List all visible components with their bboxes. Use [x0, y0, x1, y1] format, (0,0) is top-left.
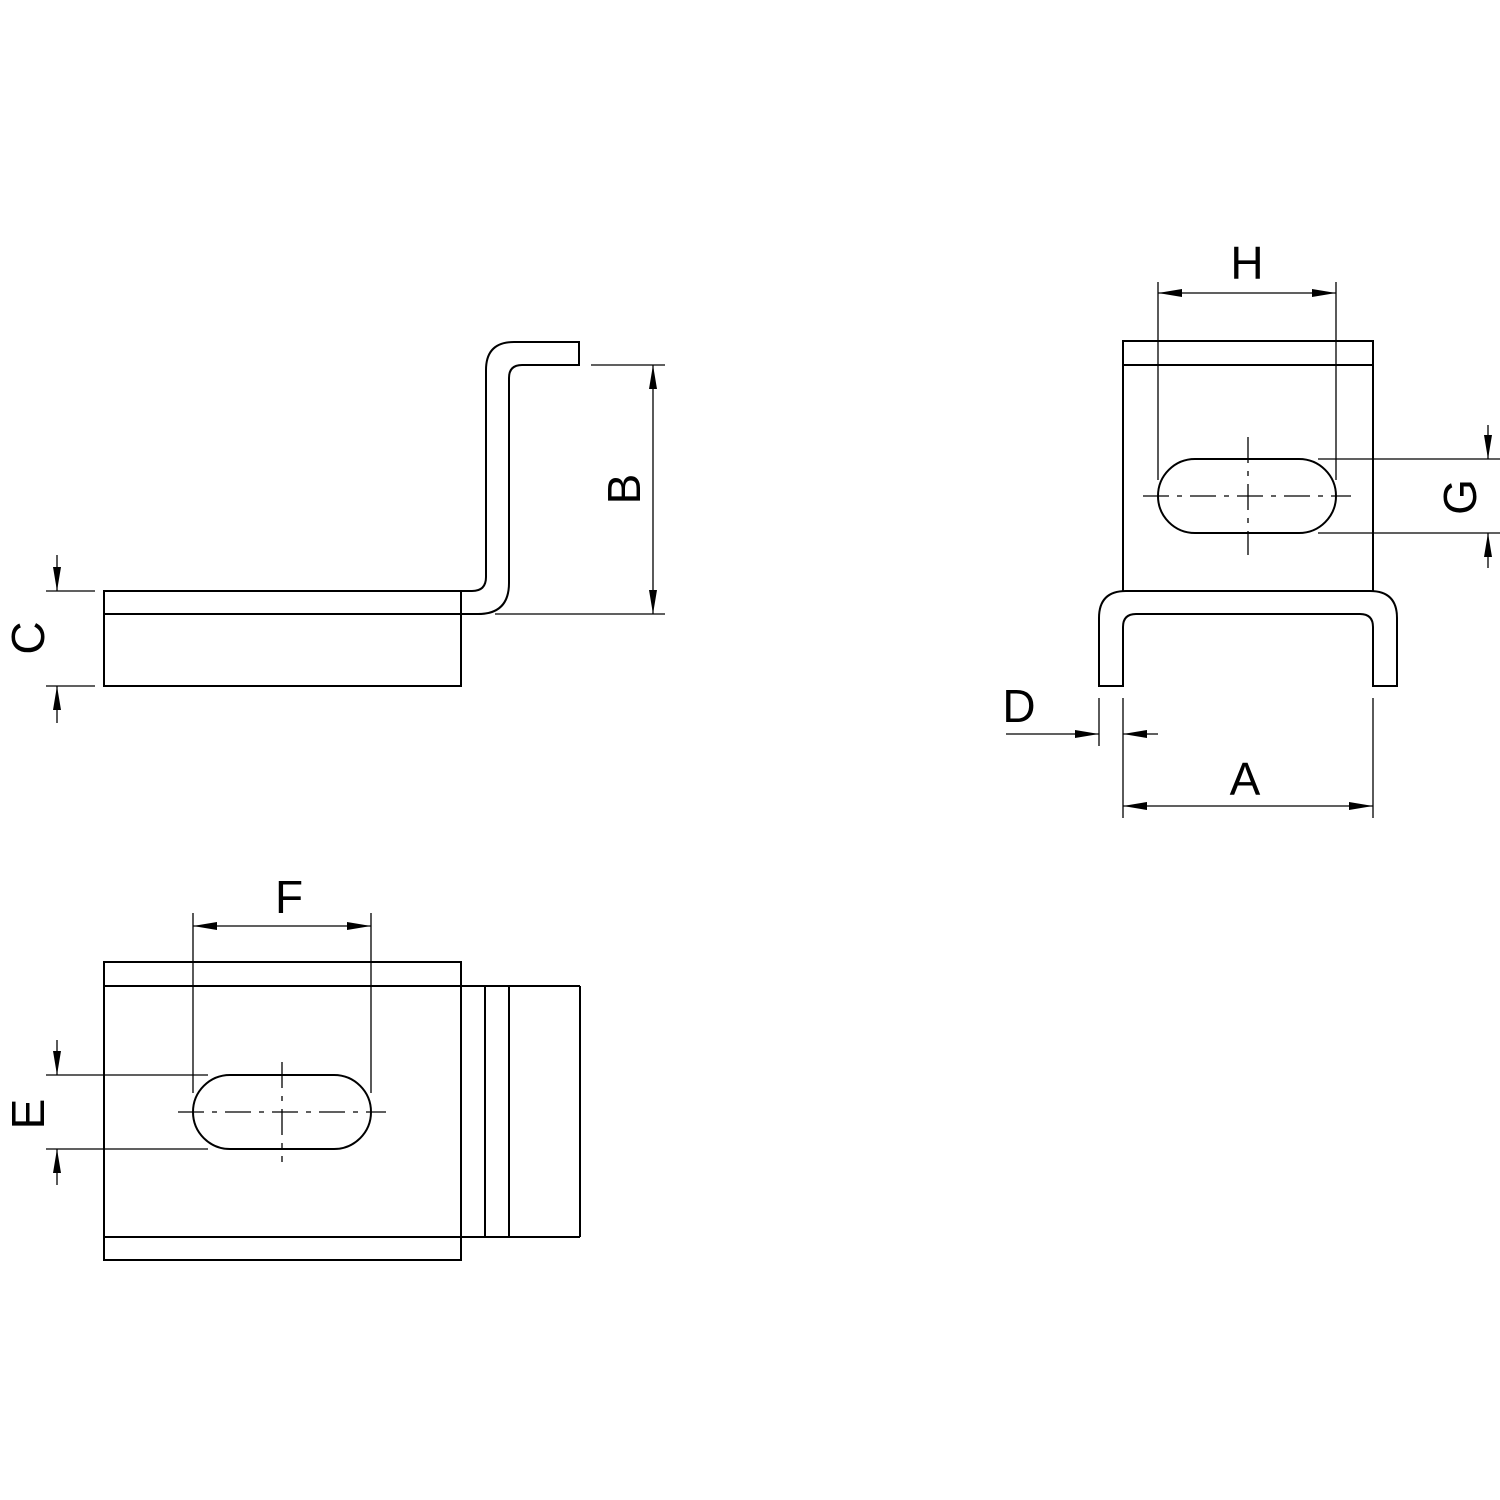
dimension-e: E: [2, 1040, 208, 1185]
dimension-g: G: [1318, 425, 1500, 568]
label-h: H: [1230, 237, 1263, 289]
label-d: D: [1002, 680, 1035, 732]
label-c: C: [2, 621, 54, 654]
label-g: G: [1434, 479, 1486, 515]
label-e: E: [2, 1099, 54, 1130]
label-f: F: [275, 871, 303, 923]
label-b: B: [598, 474, 650, 505]
front-view: [1098, 340, 1398, 687]
dimension-c: C: [2, 555, 95, 723]
dimension-d: D: [1002, 680, 1158, 818]
dimension-a: A: [1123, 698, 1374, 818]
side-view: [103, 341, 580, 687]
dimension-b: B: [495, 364, 665, 615]
dimension-h: H: [1157, 237, 1337, 480]
top-view: [103, 961, 581, 1261]
dimension-f: F: [192, 871, 372, 1093]
label-a: A: [1230, 753, 1261, 805]
